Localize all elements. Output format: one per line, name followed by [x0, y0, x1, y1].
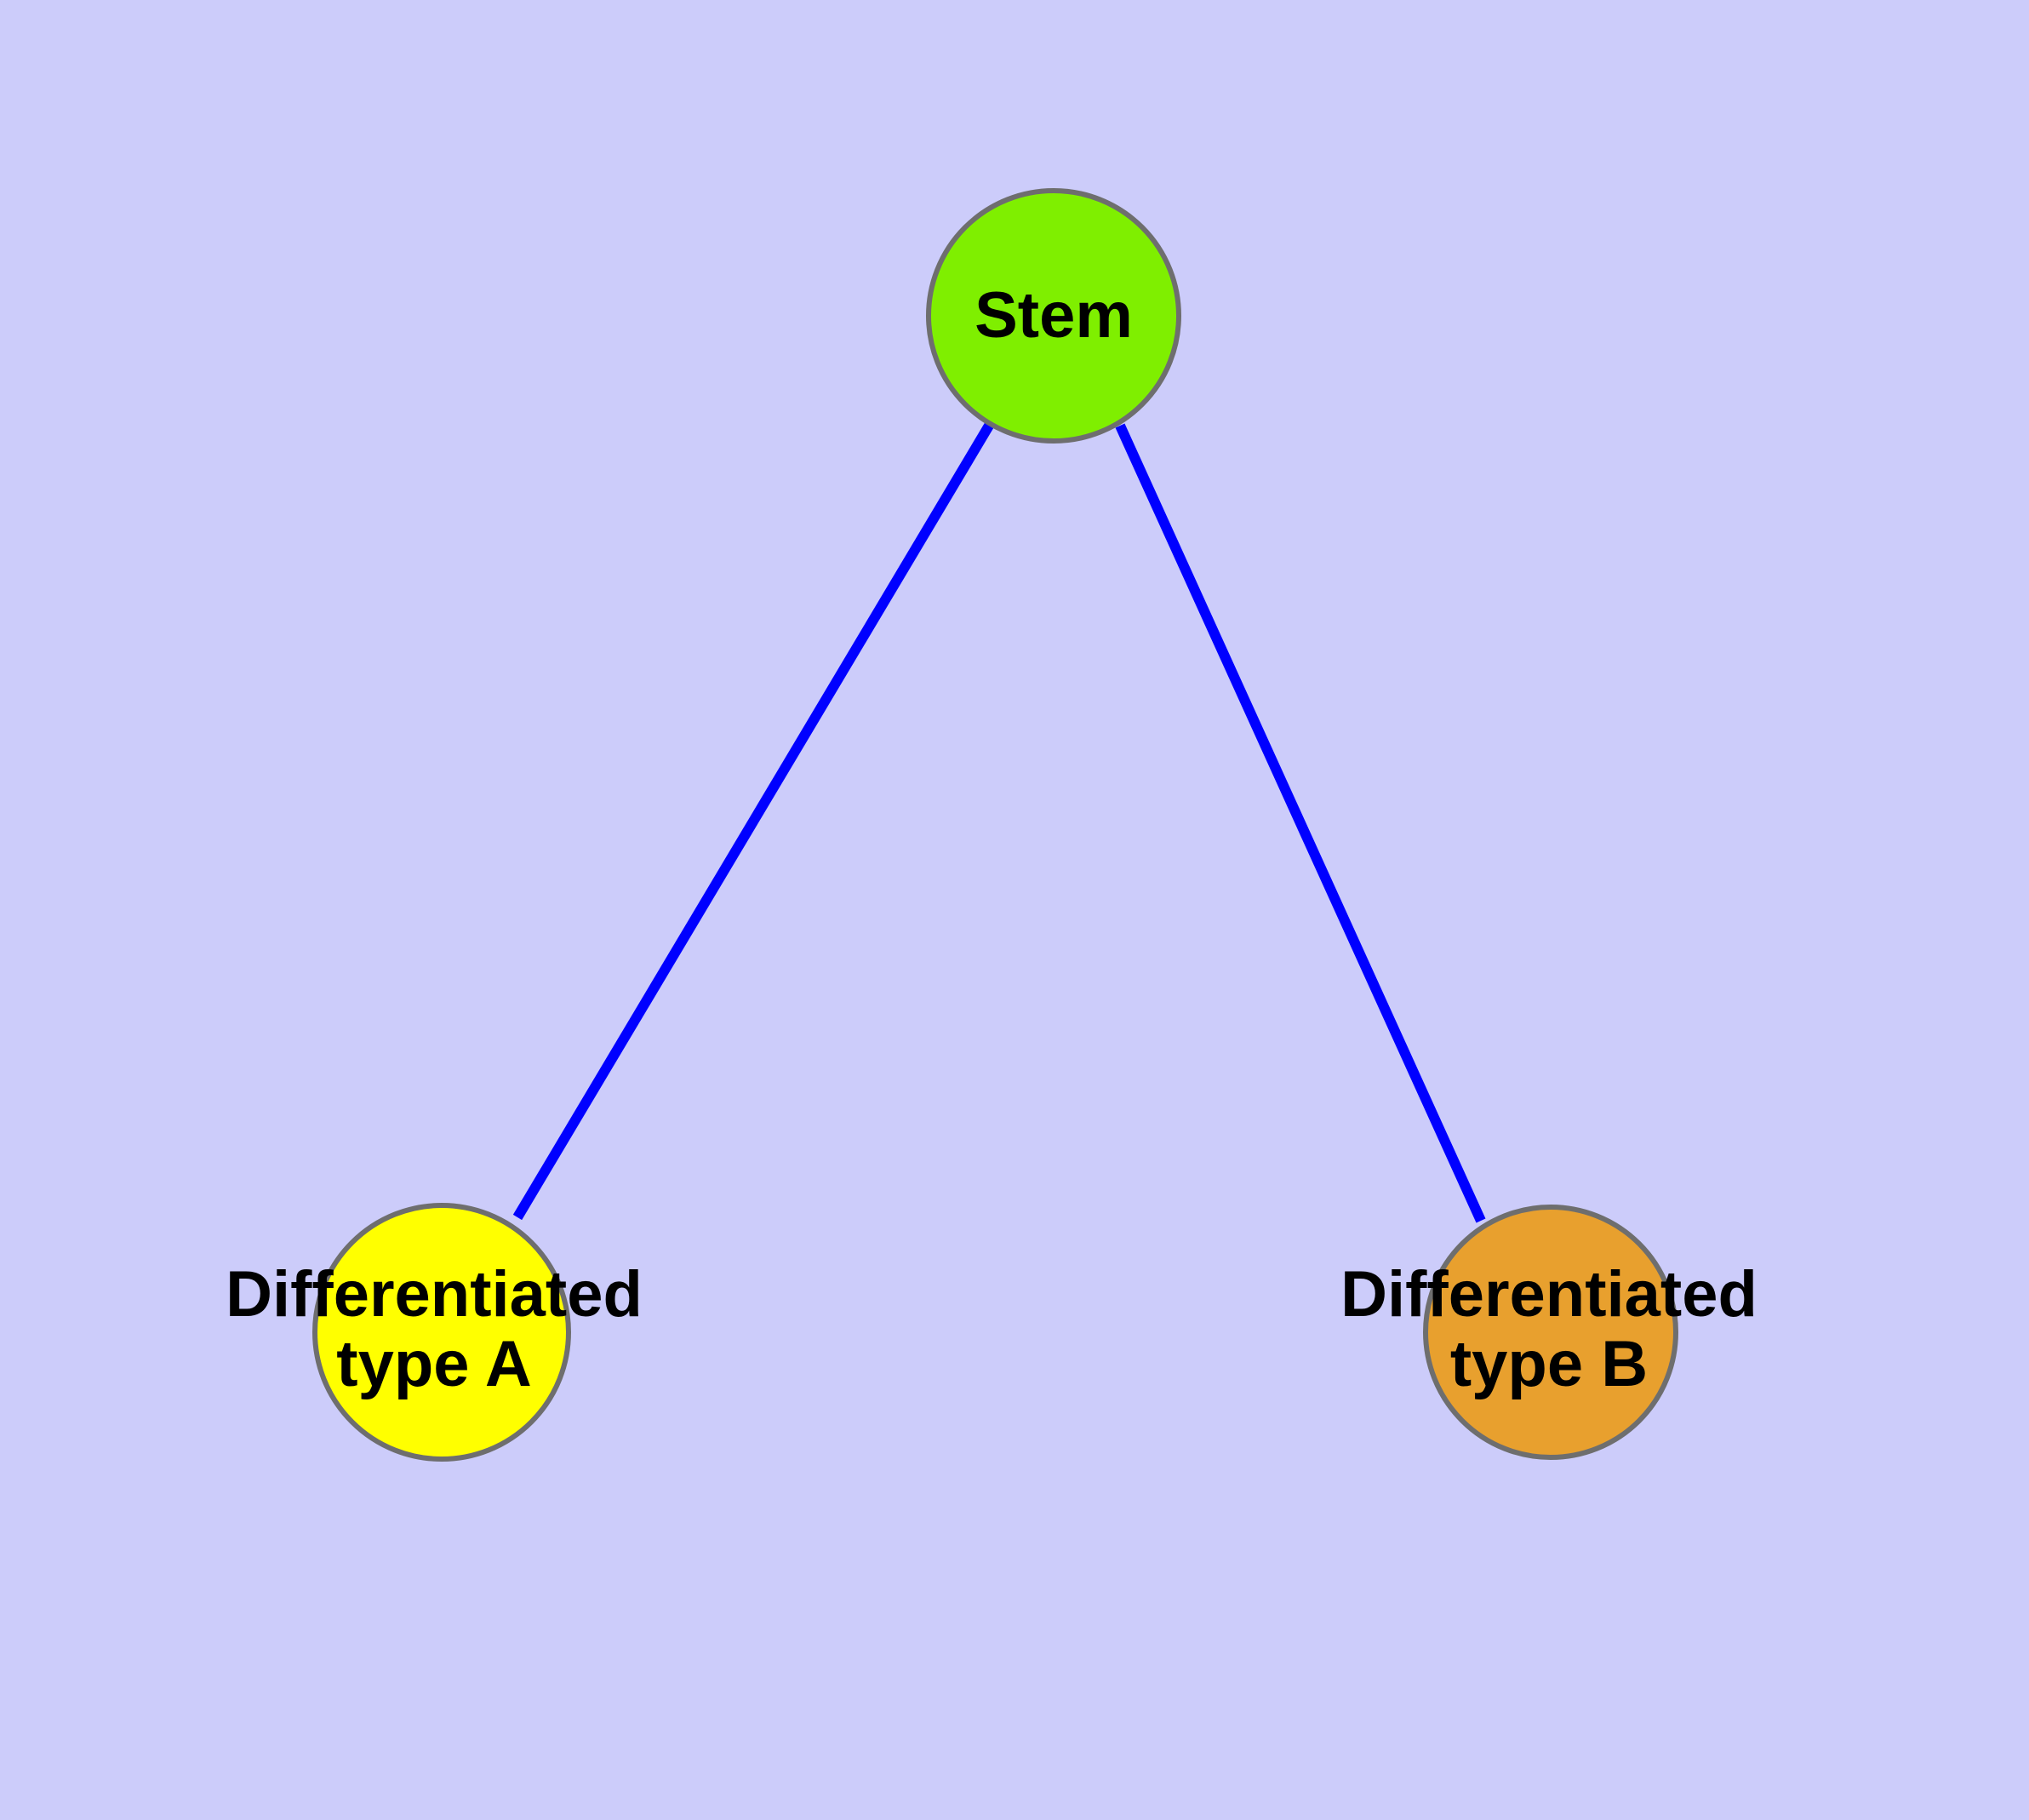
- edge-stem-to-differentiated-type-a[interactable]: [512, 422, 994, 1221]
- node-differentiated-type-b[interactable]: [1423, 1205, 1678, 1460]
- edge-stem-to-differentiated-type-b[interactable]: [1115, 423, 1486, 1223]
- edge-layer: [512, 422, 1486, 1223]
- node-stem[interactable]: [926, 188, 1181, 444]
- node-differentiated-type-a[interactable]: [312, 1203, 571, 1462]
- node-layer: [312, 188, 1678, 1462]
